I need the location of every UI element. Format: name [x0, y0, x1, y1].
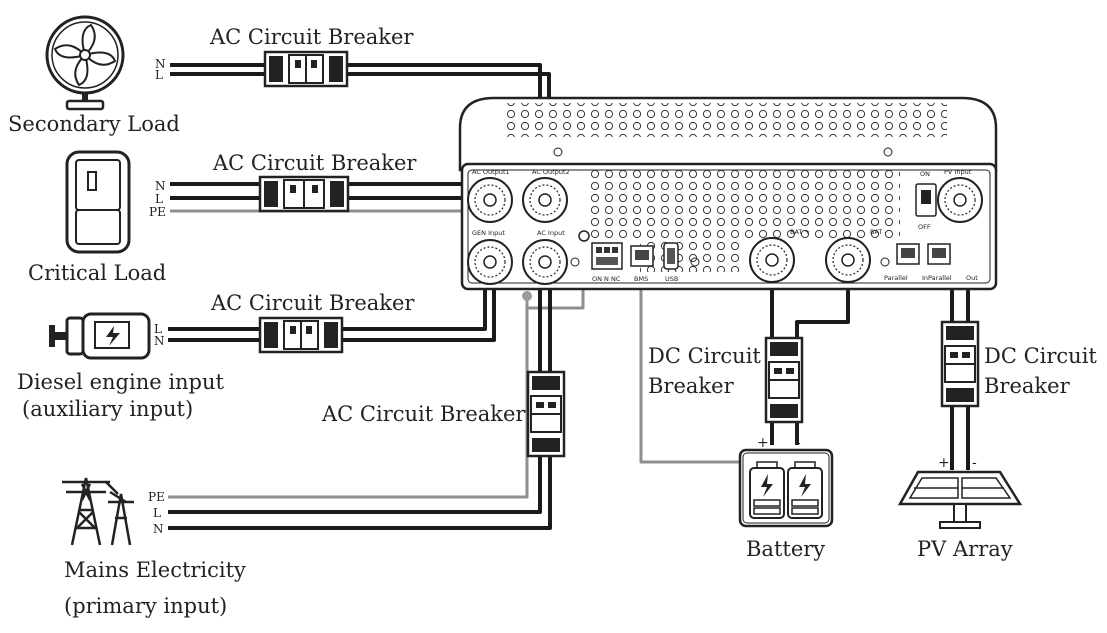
wire-label-pv-minus: -: [972, 455, 977, 471]
bms-label: BMS: [634, 275, 648, 283]
ac-breaker-3-label: AC Circuit Breaker: [210, 291, 415, 315]
bat-plus-label: BAT +: [790, 228, 810, 236]
dc-breaker-pv: [940, 320, 980, 408]
front-vent: [590, 170, 900, 240]
wire-label-battery-plus: +: [757, 435, 769, 451]
ac-breaker-secondary: [263, 50, 349, 88]
wire-mains-n: [168, 264, 552, 530]
ac-output1-terminal: [467, 177, 513, 223]
wire-label-critical-l: L: [155, 192, 163, 206]
inverter: AC Output1 AC Output2 GEN Input AC Input…: [458, 96, 998, 291]
wire-label-diesel-n: N: [154, 334, 165, 348]
switch-off-label: OFF: [918, 223, 931, 231]
wire-mains-l: [168, 264, 542, 514]
inparallel-label: InParallel: [922, 274, 952, 282]
ground-screw: [578, 230, 590, 242]
out-label: Out: [966, 274, 978, 282]
dc-breaker-battery: [764, 336, 804, 424]
ac-breaker-mains: [526, 370, 566, 458]
top-vent: [505, 103, 947, 137]
ac-input-label: AC Input: [537, 229, 565, 237]
switch-on-label: ON: [920, 170, 930, 178]
wire-label-mains-pe: PE: [148, 490, 165, 504]
dc-breaker-battery-label-1: DC Circuit: [648, 344, 761, 368]
dc-breaker-pv-label-1: DC Circuit: [984, 344, 1097, 368]
battery-icon: [738, 448, 834, 528]
ac-output2-label: AC Output2: [532, 168, 570, 176]
dc-breaker-pv-label-2: Breaker: [984, 374, 1071, 398]
usb-port: USB: [663, 242, 679, 283]
bat-minus-label: BAT -: [870, 228, 887, 236]
ac-input-terminal: [522, 239, 568, 285]
diesel-label-line1: Diesel engine input: [17, 370, 225, 394]
ac-breaker-4-label: AC Circuit Breaker: [321, 402, 526, 426]
ground-junction: [522, 291, 532, 301]
pv-input-label: PV Input: [944, 168, 972, 176]
secondary-load-label: Secondary Load: [8, 112, 180, 136]
switch-icon: [65, 150, 131, 254]
wire-label-diesel-l: L: [154, 322, 162, 336]
bat-plus-terminal: [749, 237, 795, 283]
wire-label-mains-n: N: [153, 522, 164, 536]
mains-label-line1: Mains Electricity: [64, 558, 246, 582]
ac-breaker-1-label: AC Circuit Breaker: [209, 25, 414, 49]
wire-label-critical-pe: PE: [149, 205, 166, 219]
ac-breaker-critical: [258, 175, 350, 213]
solar-panel-icon: [897, 470, 1023, 529]
ac-breaker-2-label: AC Circuit Breaker: [212, 151, 417, 175]
generator-icon: [49, 312, 151, 360]
pv-array-label: PV Array: [917, 537, 1013, 561]
bms-port: BMS: [630, 245, 654, 283]
wire-labels: N L N L PE L N PE L N + - + -: [148, 57, 977, 536]
dc-breaker-battery-label-2: Breaker: [648, 374, 735, 398]
critical-load-label: Critical Load: [28, 261, 166, 285]
usb-label: USB: [665, 275, 678, 283]
mains-label-line2: (primary input): [64, 594, 227, 618]
wire-bms: [639, 272, 740, 464]
wire-label-mains-l: L: [153, 506, 161, 520]
gen-input-label: GEN Input: [472, 229, 505, 237]
diesel-label-line2: (auxiliary input): [22, 397, 193, 421]
ac-output2-terminal: [522, 177, 568, 223]
battery-label: Battery: [746, 537, 825, 561]
wire-label-critical-n: N: [155, 179, 166, 193]
power-switch: ON OFF: [915, 170, 937, 231]
wire-label-pv-plus: +: [938, 455, 950, 471]
dry-contact-relay: ON N NC: [591, 242, 623, 283]
ac-output1-label: AC Output1: [472, 168, 510, 176]
parallel-ports: Parallel InParallel Out: [884, 243, 978, 282]
pv-input-terminal: [937, 177, 983, 223]
pylon-icon: [62, 477, 134, 546]
bat-minus-terminal: [825, 237, 871, 283]
ac-breaker-diesel: [258, 316, 344, 354]
wire-label-secondary-l: L: [155, 68, 163, 82]
gen-input-terminal: [467, 239, 513, 285]
fan-icon: [45, 15, 125, 111]
wire-label-secondary-n: N: [155, 57, 166, 71]
wire-label-battery-minus: -: [796, 435, 801, 451]
relay-label: ON N NC: [592, 275, 621, 283]
front-vent-lower: [640, 240, 740, 272]
parallel-label: Parallel: [884, 274, 908, 282]
